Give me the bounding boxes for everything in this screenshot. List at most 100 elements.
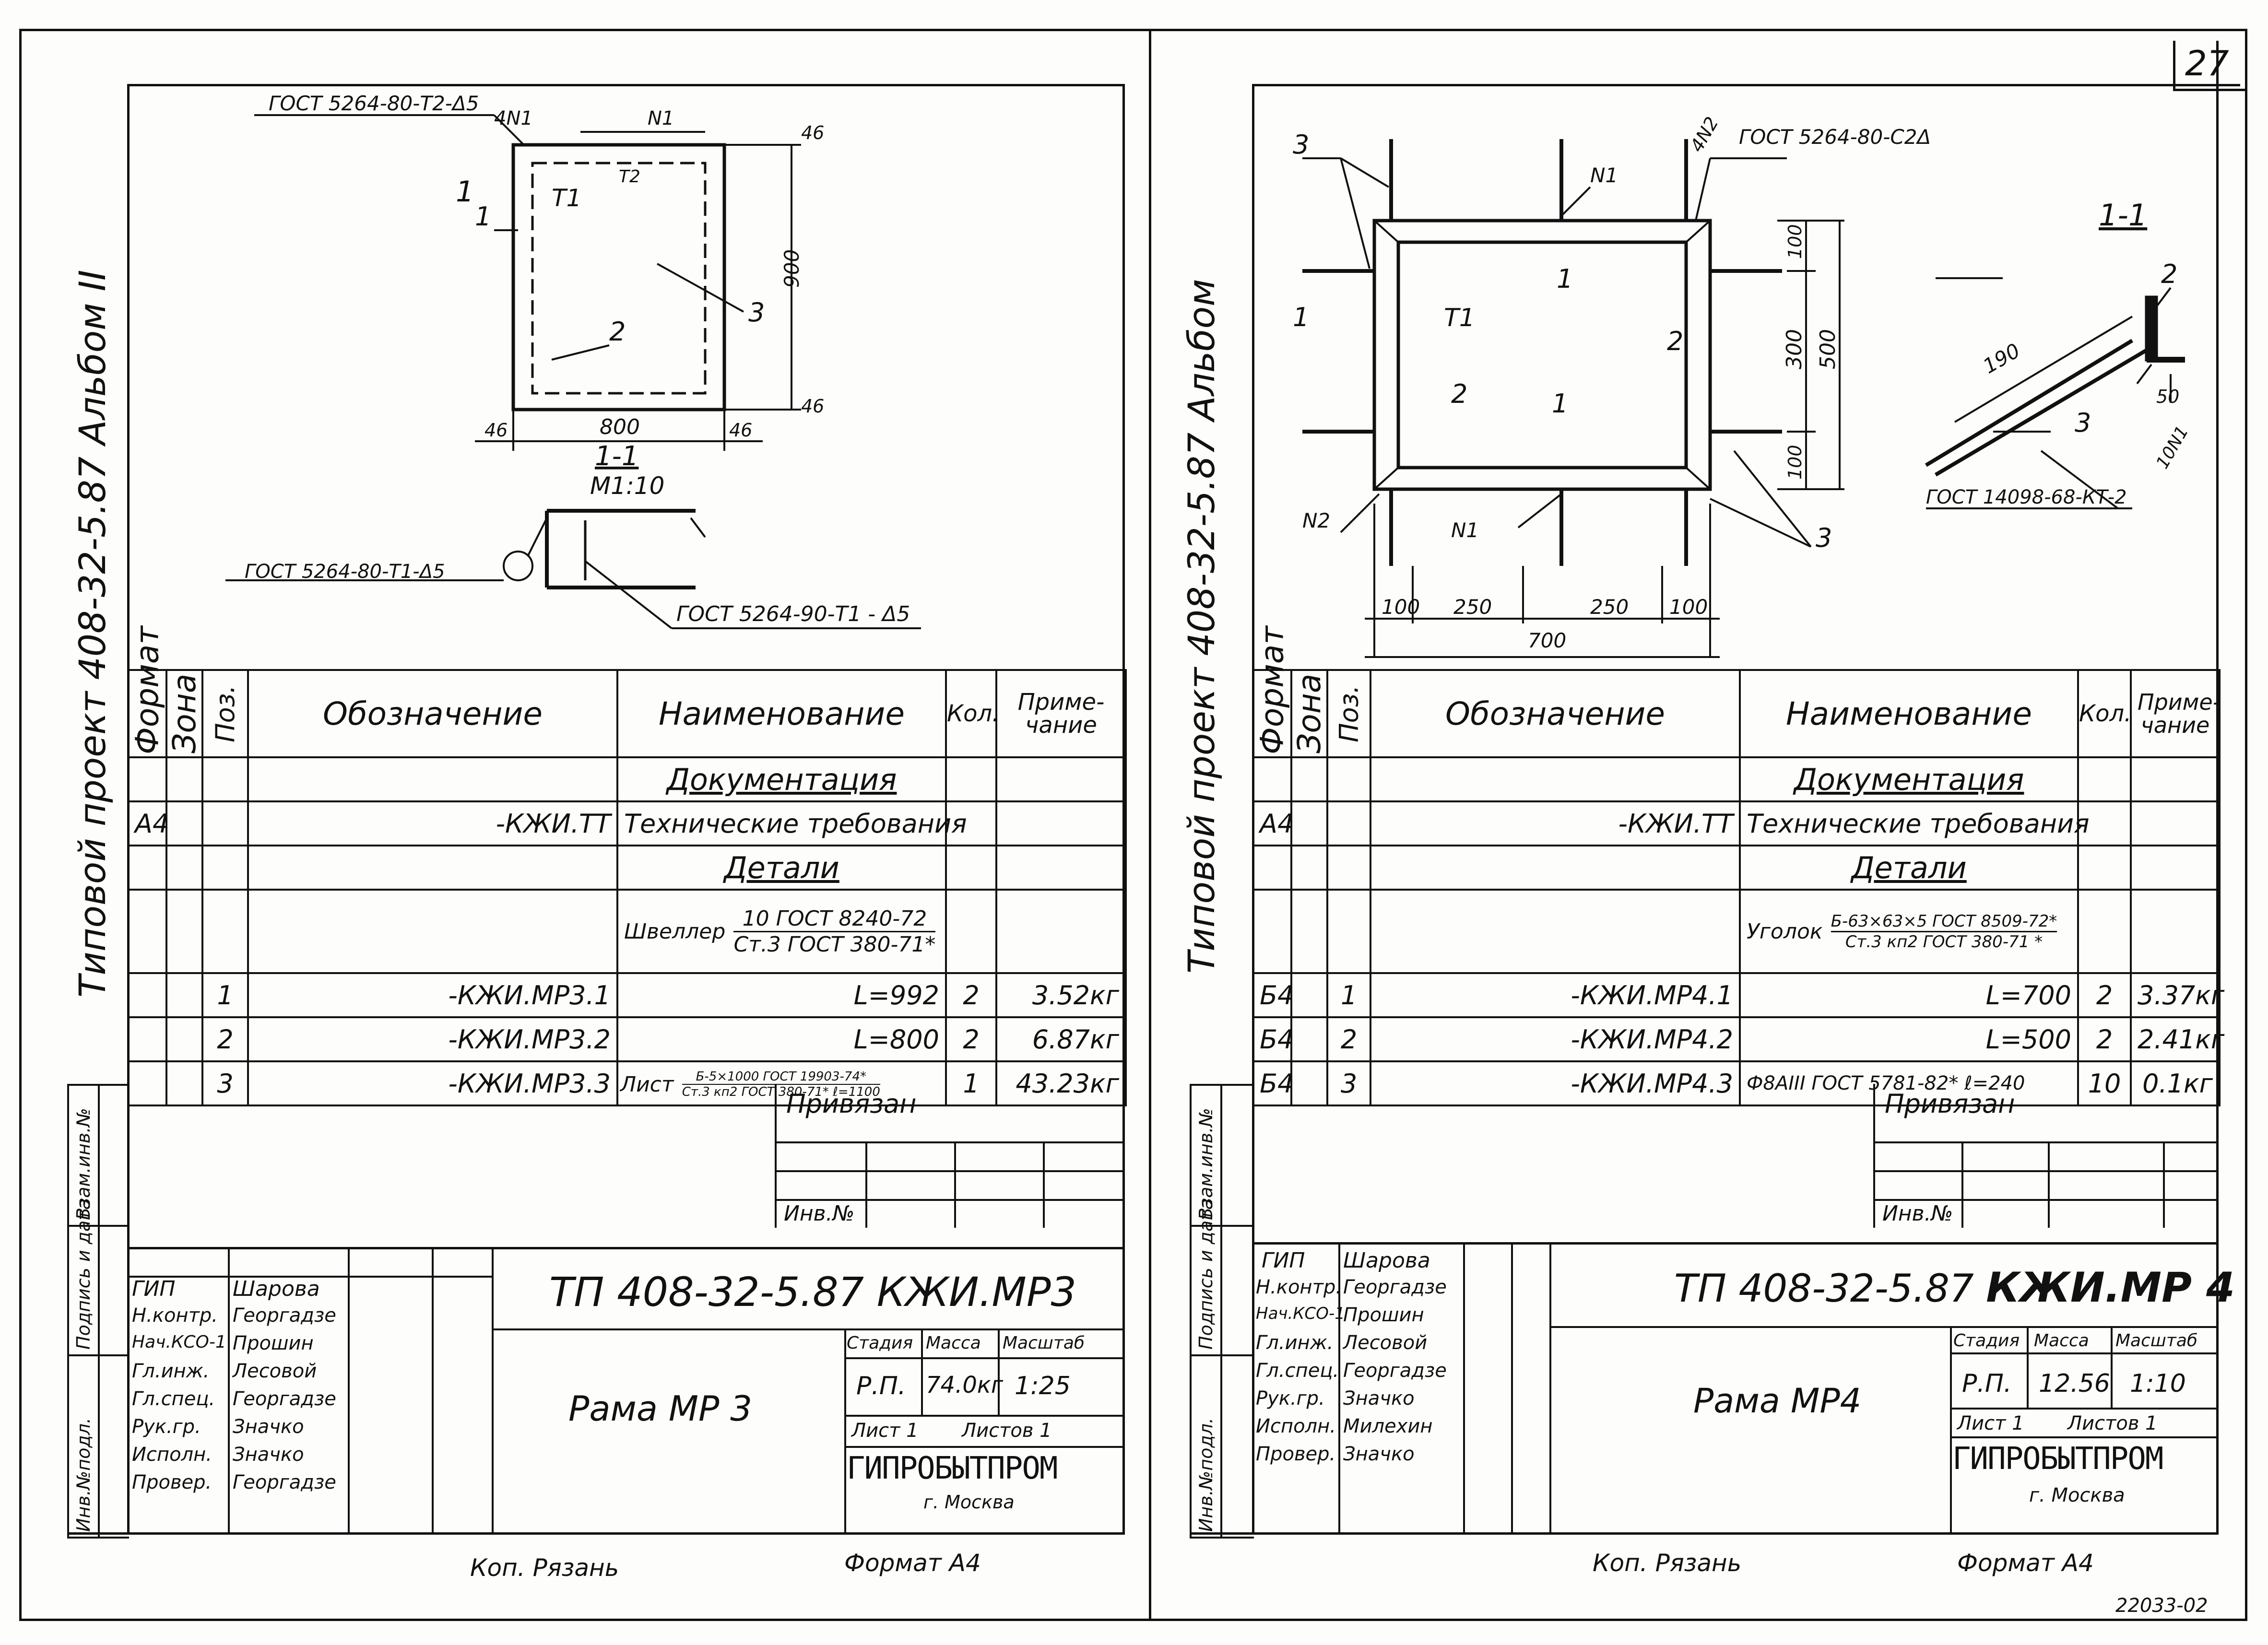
left-margin-column: Инв.№подл. Подпись и дата Взам.инв.№ bbox=[67, 1084, 129, 1539]
label-T1: Т1 bbox=[552, 184, 581, 212]
r-row2-note: 2.41кг bbox=[2130, 1016, 2224, 1062]
corner-code: 22033-02 bbox=[2115, 1595, 2208, 1617]
right-people-grid: ГИП Шарова Н.контр. Георгадзе Нач.КСО-1 … bbox=[1252, 1245, 1551, 1535]
r-row1-fmt: Б4 bbox=[1252, 972, 1294, 1018]
r-dim-300: 300 bbox=[1782, 329, 1807, 369]
r-pos3-bot: 3 bbox=[1816, 523, 1832, 553]
row3-name-cell: Лист Б-5×1000 ГОСТ 19903-74* Ст.3 кп2 ГО… bbox=[616, 1060, 947, 1106]
r-person-5-name: Значко bbox=[1343, 1387, 1415, 1410]
r-dim-500: 500 bbox=[1816, 329, 1840, 369]
r-sec-50: 50 bbox=[2156, 386, 2179, 407]
r-row3-qty: 10 bbox=[2077, 1060, 2132, 1106]
right-inv-no: Инв.№ bbox=[1882, 1201, 1953, 1226]
r-dim-100b: 100 bbox=[1784, 445, 1806, 480]
r-person-7-name: Значко bbox=[1343, 1443, 1415, 1465]
right-margin-inv: Инв.№подл. bbox=[1195, 1417, 1217, 1532]
col-designation: Обозначение bbox=[247, 669, 618, 758]
left-privyazan-block: Привязан Инв.№ bbox=[775, 1084, 1124, 1228]
dim-46-left: 46 bbox=[484, 420, 508, 441]
left-person-5-name: Значко bbox=[233, 1416, 304, 1438]
r-col-designation: Обозначение bbox=[1370, 669, 1741, 758]
r-docs-name: Технические требования bbox=[1739, 800, 2090, 846]
right-sheet-right-border bbox=[2245, 29, 2247, 1621]
row3-pos: 3 bbox=[201, 1060, 249, 1106]
sec-mark-1: 1 bbox=[456, 175, 474, 209]
left-city: г. Москва bbox=[923, 1492, 1015, 1513]
docs-format: А4 bbox=[127, 800, 169, 846]
left-stamp-title: Рама МР 3 bbox=[568, 1388, 753, 1429]
r-material-bot: Ст.3 кп2 ГОСТ 380-71 * bbox=[1845, 932, 2043, 952]
left-stamp: ГИП Шарова Н.контр. Георгадзе Нач.КСО-1 … bbox=[127, 1247, 1122, 1535]
r-sec-gost: ГОСТ 14098-68-КТ-2 bbox=[1926, 486, 2127, 508]
left-footer-format: Формат А4 bbox=[844, 1549, 981, 1577]
r-mark-n1b: N1 bbox=[1451, 518, 1479, 542]
r-dim-250a: 250 bbox=[1453, 595, 1492, 619]
rframe-inner bbox=[1396, 240, 1688, 470]
r-person-6-name: Милехин bbox=[1343, 1415, 1433, 1437]
r-sec-pos3: 3 bbox=[2075, 408, 2091, 438]
gost-weld-b: ГОСТ 5264-90-Т1 - Δ5 bbox=[676, 602, 910, 626]
right-spec-table: Формат Зона Поз. Обозначение Наименовани… bbox=[1252, 626, 2224, 1106]
right-side-title: Типовой проект 408-32-5.87 Альбом bbox=[1180, 279, 1223, 974]
r-person-3: Гл.инж. bbox=[1256, 1332, 1334, 1354]
left-sheet: Лист 1 bbox=[851, 1420, 919, 1442]
row3-name-bot: Ст.3 кп2 ГОСТ 380-71* ℓ=1100 bbox=[682, 1085, 880, 1100]
dim-46-top: 46 bbox=[801, 122, 824, 143]
row3-name-top: Б-5×1000 ГОСТ 19903-74* bbox=[682, 1069, 880, 1085]
r-mass: 12.56 bbox=[2039, 1369, 2110, 1398]
col-format: Формат bbox=[128, 626, 166, 757]
r-row3-note: 0.1кг bbox=[2130, 1060, 2221, 1106]
left-inner-top bbox=[127, 84, 1125, 86]
r-row3-name: Ф8АIII ГОСТ 5781-82* ℓ=240 bbox=[1739, 1060, 2079, 1106]
r-sec-10n1: 10N1 bbox=[2152, 423, 2192, 472]
r-person-2: Нач.КСО-1 bbox=[1256, 1304, 1345, 1323]
left-sheets: Листов 1 bbox=[962, 1420, 1052, 1442]
r-person-1: Н.контр. bbox=[1256, 1276, 1342, 1298]
r-dim-100c: 100 bbox=[1382, 595, 1420, 619]
right-margin-sign: Подпись и дата bbox=[1195, 1198, 1217, 1350]
left-inv-no: Инв.№ bbox=[784, 1201, 855, 1226]
r-col-zone: Зона bbox=[1291, 670, 1328, 757]
left-inner-bottom bbox=[67, 1532, 1125, 1535]
r-row2-fmt: Б4 bbox=[1252, 1016, 1294, 1062]
left-stage: Р.П. bbox=[856, 1372, 906, 1400]
r-docs-format: А4 bbox=[1252, 800, 1294, 846]
row3-note: 43.23кг bbox=[995, 1060, 1127, 1106]
r-row2-pos: 2 bbox=[1326, 1016, 1371, 1062]
left-mass: 74.0кг bbox=[926, 1372, 1004, 1398]
left-margin-sign: Подпись и дата bbox=[73, 1198, 94, 1350]
right-footer-format: Формат А4 bbox=[1957, 1549, 2094, 1577]
sheet-divider bbox=[1149, 29, 1151, 1621]
left-people-grid: ГИП Шарова Н.контр. Георгадзе Нач.КСО-1 … bbox=[127, 1249, 494, 1535]
r-material-name: Уголок bbox=[1747, 919, 1823, 944]
dim-900: 900 bbox=[780, 249, 803, 288]
left-sheet-top-border bbox=[19, 29, 1151, 31]
r-row1-name: L=700 bbox=[1739, 972, 2079, 1018]
r-person-3-name: Лесовой bbox=[1343, 1332, 1428, 1354]
r-city: г. Москва bbox=[2029, 1484, 2125, 1506]
left-person-0: ГИП bbox=[132, 1277, 176, 1301]
row2-qty: 2 bbox=[945, 1016, 997, 1062]
r-material-cell: Уголок Б-63×63×5 ГОСТ 8509-72* Ст.3 кп2 … bbox=[1739, 889, 2079, 974]
r-sec-190: 190 bbox=[1979, 339, 2024, 378]
row1-name: L=992 bbox=[616, 972, 947, 1018]
r-row1-qty: 2 bbox=[2077, 972, 2132, 1018]
r-pos1b: 1 bbox=[1552, 388, 1568, 419]
left-mass-head: Масса bbox=[926, 1333, 981, 1353]
section-parts: Детали bbox=[616, 845, 947, 891]
r-row3-pos: 3 bbox=[1326, 1060, 1371, 1106]
left-org: ГИПРОБЫТПРОМ bbox=[847, 1451, 1058, 1486]
left-scale: 1:25 bbox=[1015, 1372, 1071, 1400]
r-stage: Р.П. bbox=[1962, 1369, 2012, 1398]
r-person-6: Исполн. bbox=[1256, 1415, 1336, 1437]
dim-46-bot: 46 bbox=[801, 396, 824, 417]
row2-note: 6.87кг bbox=[995, 1016, 1127, 1062]
gost-weld-top: ГОСТ 5264-80-Т2-Δ5 bbox=[269, 92, 479, 115]
page-number: 27 bbox=[2185, 43, 2229, 83]
docs-name: Технические требования bbox=[616, 800, 967, 846]
material-top: 10 ГОСТ 8240-72 bbox=[733, 906, 936, 932]
row2-pos: 2 bbox=[201, 1016, 249, 1062]
r-sec-pos2: 2 bbox=[2161, 259, 2177, 289]
pos-1: 1 bbox=[475, 201, 491, 232]
left-person-2: Нач.КСО-1 bbox=[132, 1332, 226, 1352]
